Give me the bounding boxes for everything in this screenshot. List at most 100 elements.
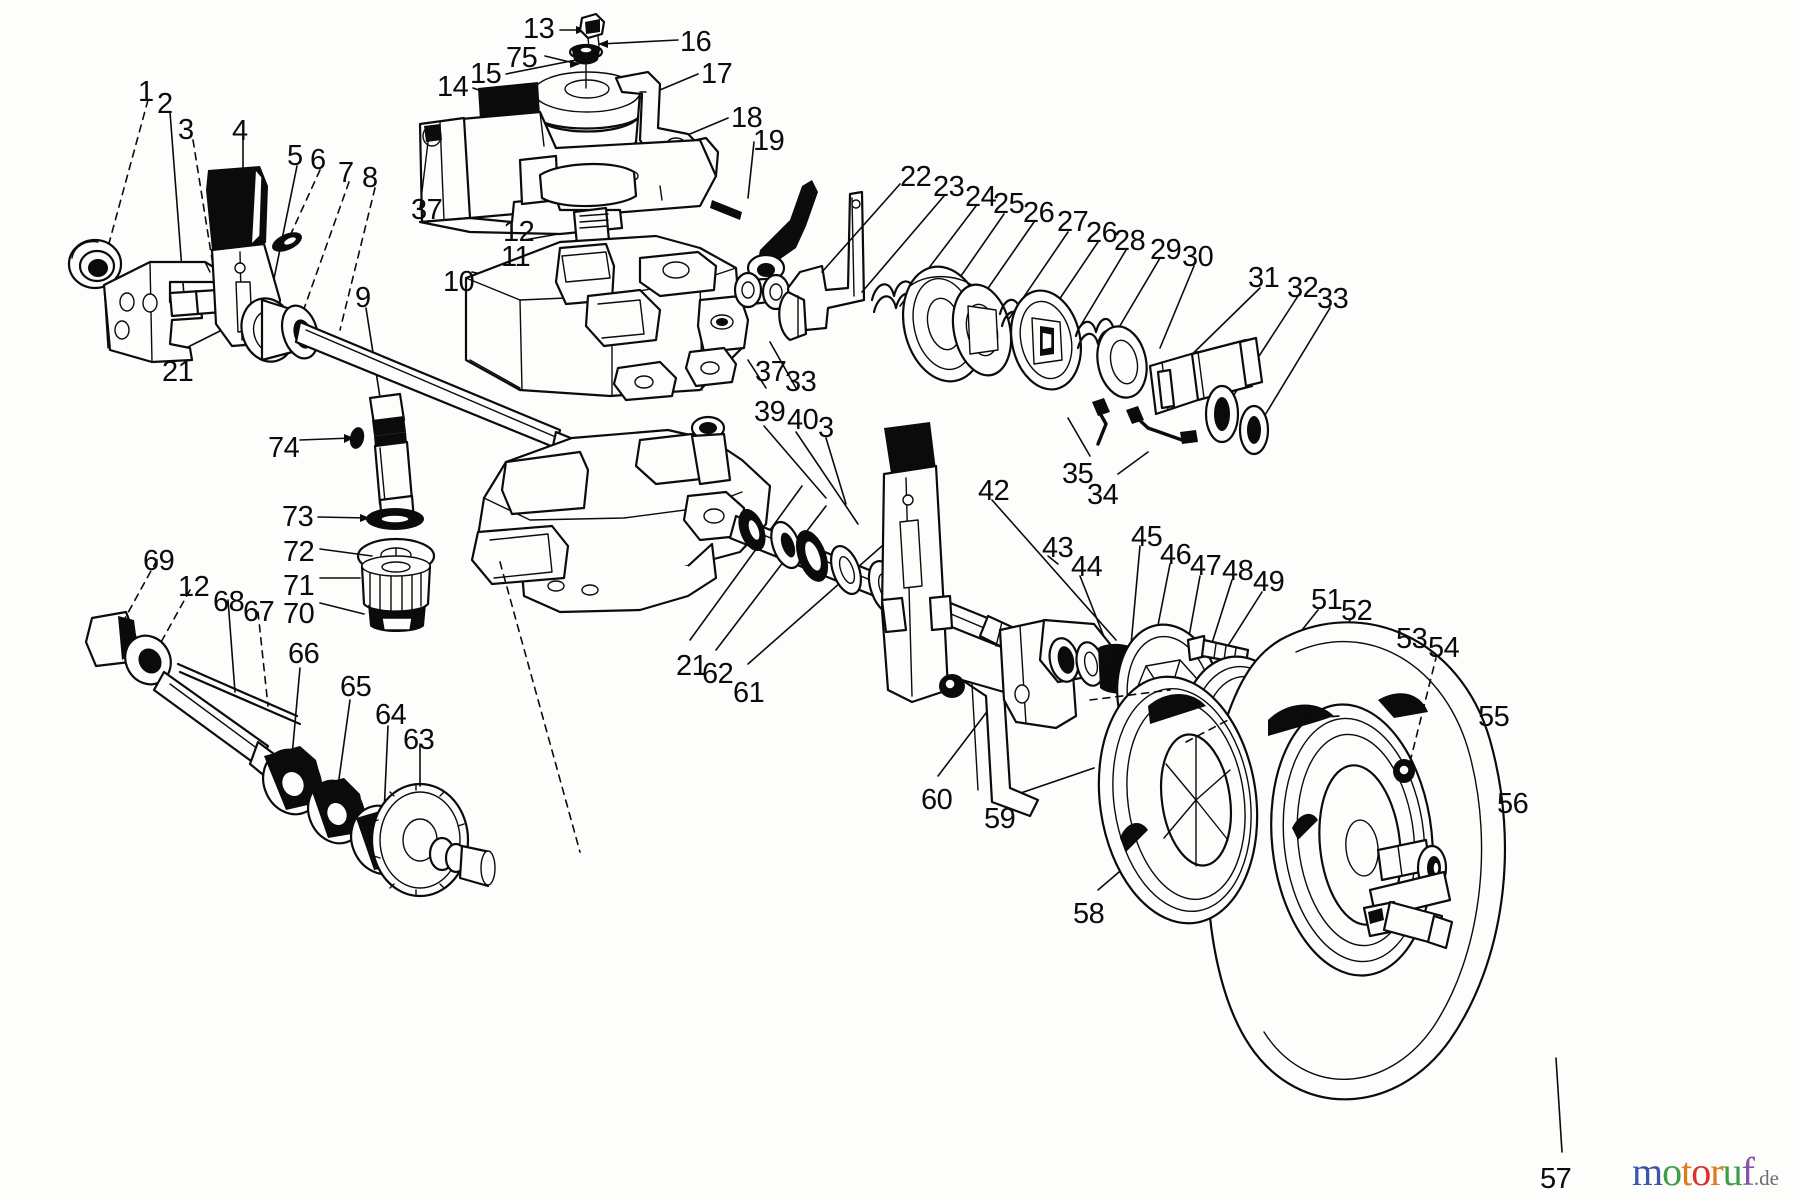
part-25-plate (951, 283, 1013, 377)
callout-30: 30 (1182, 241, 1214, 273)
callout-18: 18 (731, 102, 763, 134)
part-34-35-pins (1126, 406, 1198, 444)
part-22-shift-bracket (778, 190, 866, 342)
part-14-belt-stub (478, 82, 540, 120)
part-48-bolt (1186, 634, 1250, 666)
part-74-retaining-ring (299, 427, 365, 449)
callout-16: 16 (680, 26, 712, 58)
callout-37b: 37 (755, 356, 787, 388)
logo-letter-o1: o (1662, 1149, 1682, 1194)
part-70-pinion-boss (319, 602, 426, 632)
callout-69: 69 (143, 545, 175, 577)
callout-54: 54 (1428, 632, 1460, 664)
callout-6: 6 (310, 144, 326, 176)
callout-56: 56 (1497, 788, 1529, 820)
part-29-clip (1092, 398, 1110, 446)
callout-27: 27 (1057, 206, 1089, 238)
callout-31: 31 (1248, 262, 1280, 294)
callout-22: 22 (900, 161, 932, 193)
logo-letter-r: r (1710, 1149, 1723, 1194)
callout-39: 39 (754, 396, 786, 428)
part-18-19-bracket-plate (418, 110, 720, 236)
callout-21b: 21 (676, 650, 708, 682)
part-31-32-33-washers (1204, 384, 1270, 456)
callout-32: 32 (1287, 272, 1319, 304)
motoruf-logo: motoruf.de (1632, 1152, 1779, 1192)
callout-74: 74 (268, 432, 300, 464)
part-66-gear (262, 667, 322, 816)
callout-49: 49 (1253, 566, 1285, 598)
part-6-key (272, 232, 302, 252)
callout-1: 1 (138, 76, 154, 108)
part-73-seal (317, 508, 424, 530)
callout-21a: 21 (162, 356, 194, 388)
callout-23: 23 (933, 171, 965, 203)
callout-60: 60 (921, 784, 953, 816)
callout-25: 25 (993, 188, 1025, 220)
callout-58: 58 (1073, 898, 1105, 930)
part-mid-transmission-case (470, 415, 772, 614)
callout-65: 65 (340, 671, 372, 703)
callout-72: 72 (283, 536, 315, 568)
callout-11: 11 (501, 241, 531, 273)
callout-5: 5 (287, 140, 303, 172)
part-30-axle-sleeve (1148, 336, 1264, 416)
part-axle-end (428, 836, 496, 888)
callout-2: 2 (157, 88, 173, 120)
part-10-gear-case (464, 234, 750, 402)
part-28-collar (1096, 325, 1148, 399)
callout-57: 57 (1540, 1163, 1572, 1195)
construction-lines (499, 561, 1341, 853)
callout-40: 40 (787, 404, 819, 436)
callout-7: 7 (338, 157, 354, 189)
part-68-67-rods (176, 599, 302, 726)
part-60-hook-bracket (939, 674, 1040, 818)
callout-48: 48 (1222, 555, 1254, 587)
callout-64: 64 (375, 699, 407, 731)
callout-71: 71 (283, 570, 315, 602)
part-27-disc (1010, 289, 1082, 391)
callout-42: 42 (978, 475, 1010, 507)
callout-63: 63 (403, 724, 435, 756)
callout-51: 51 (1311, 584, 1343, 616)
callout-13: 13 (523, 13, 555, 45)
callout-12a: 12 (503, 216, 535, 248)
logo-letter-o2: o (1691, 1149, 1711, 1194)
callout-70: 70 (283, 598, 315, 630)
callout-34: 34 (1087, 479, 1119, 511)
callout-8: 8 (362, 162, 378, 194)
part-75-washer (568, 43, 604, 65)
part-71-bevel-gear (319, 555, 432, 613)
callout-53: 53 (1396, 623, 1428, 655)
part-65-gear (307, 699, 365, 845)
part-57-axle-bolt (1362, 838, 1454, 950)
callout-66: 66 (288, 638, 320, 670)
logo-letter-f: f (1741, 1149, 1755, 1194)
callout-75: 75 (506, 42, 538, 74)
callout-43: 43 (1042, 532, 1074, 564)
callout-47: 47 (1190, 550, 1222, 582)
callout-4: 4 (232, 115, 248, 147)
callout-10: 10 (443, 266, 475, 298)
part-3c-support-plate (880, 422, 954, 704)
part-2-mounting-bracket (102, 260, 224, 364)
part-trigger-lever (733, 180, 818, 311)
callout-24: 24 (965, 181, 997, 213)
callout-15: 15 (470, 58, 502, 90)
callout-68: 68 (213, 586, 245, 618)
logo-letter-t: t (1681, 1149, 1692, 1194)
part-19-rod (710, 200, 742, 220)
callout-29: 29 (1150, 234, 1182, 266)
part-1-bushing (67, 238, 123, 290)
callout-67: 67 (243, 596, 275, 628)
callout-33a: 33 (1317, 283, 1349, 315)
part-55-clip (1393, 657, 1437, 783)
logo-letter-u: u (1722, 1149, 1743, 1194)
callout-35: 35 (1062, 458, 1094, 490)
part-13-nut (578, 12, 606, 49)
leader-lines-midcase (689, 341, 917, 665)
logo-suffix: .de (1753, 1166, 1779, 1190)
